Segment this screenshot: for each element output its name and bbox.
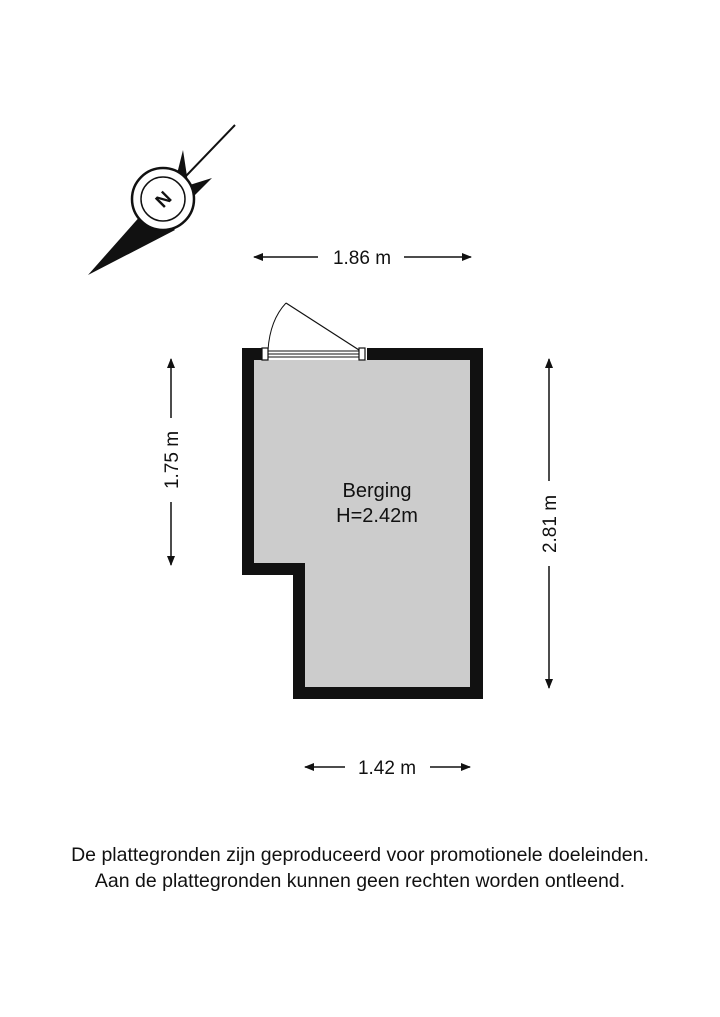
room-height: H=2.42m bbox=[336, 505, 418, 527]
dimension-left-label: 1.75 m bbox=[162, 431, 183, 489]
compass-inner-ring bbox=[140, 176, 186, 222]
room-name: Berging bbox=[343, 480, 412, 502]
dimension-right-label: 2.81 m bbox=[540, 495, 561, 553]
compass: N bbox=[88, 124, 236, 275]
door-leaf bbox=[285, 302, 360, 351]
disclaimer-line-2: Aan de plattegronden kunnen geen rechten… bbox=[94, 870, 626, 892]
disclaimer-line-1: De plattegronden zijn geproduceerd voor … bbox=[71, 844, 649, 866]
room-floor bbox=[254, 360, 470, 687]
room-berging: Berging H=2.42m bbox=[242, 302, 483, 699]
dimension-top-label: 1.86 m bbox=[333, 248, 391, 269]
door-jamb-right bbox=[358, 347, 366, 361]
dimension-bottom-label: 1.42 m bbox=[358, 758, 416, 779]
door-jamb-left bbox=[261, 347, 269, 361]
dimension-bottom: 1.42 m bbox=[304, 758, 471, 779]
dimension-left: 1.75 m bbox=[162, 358, 183, 566]
dimension-right: 2.81 m bbox=[540, 358, 561, 689]
dimension-top: 1.86 m bbox=[253, 248, 472, 269]
door-swing-arc bbox=[267, 302, 287, 351]
